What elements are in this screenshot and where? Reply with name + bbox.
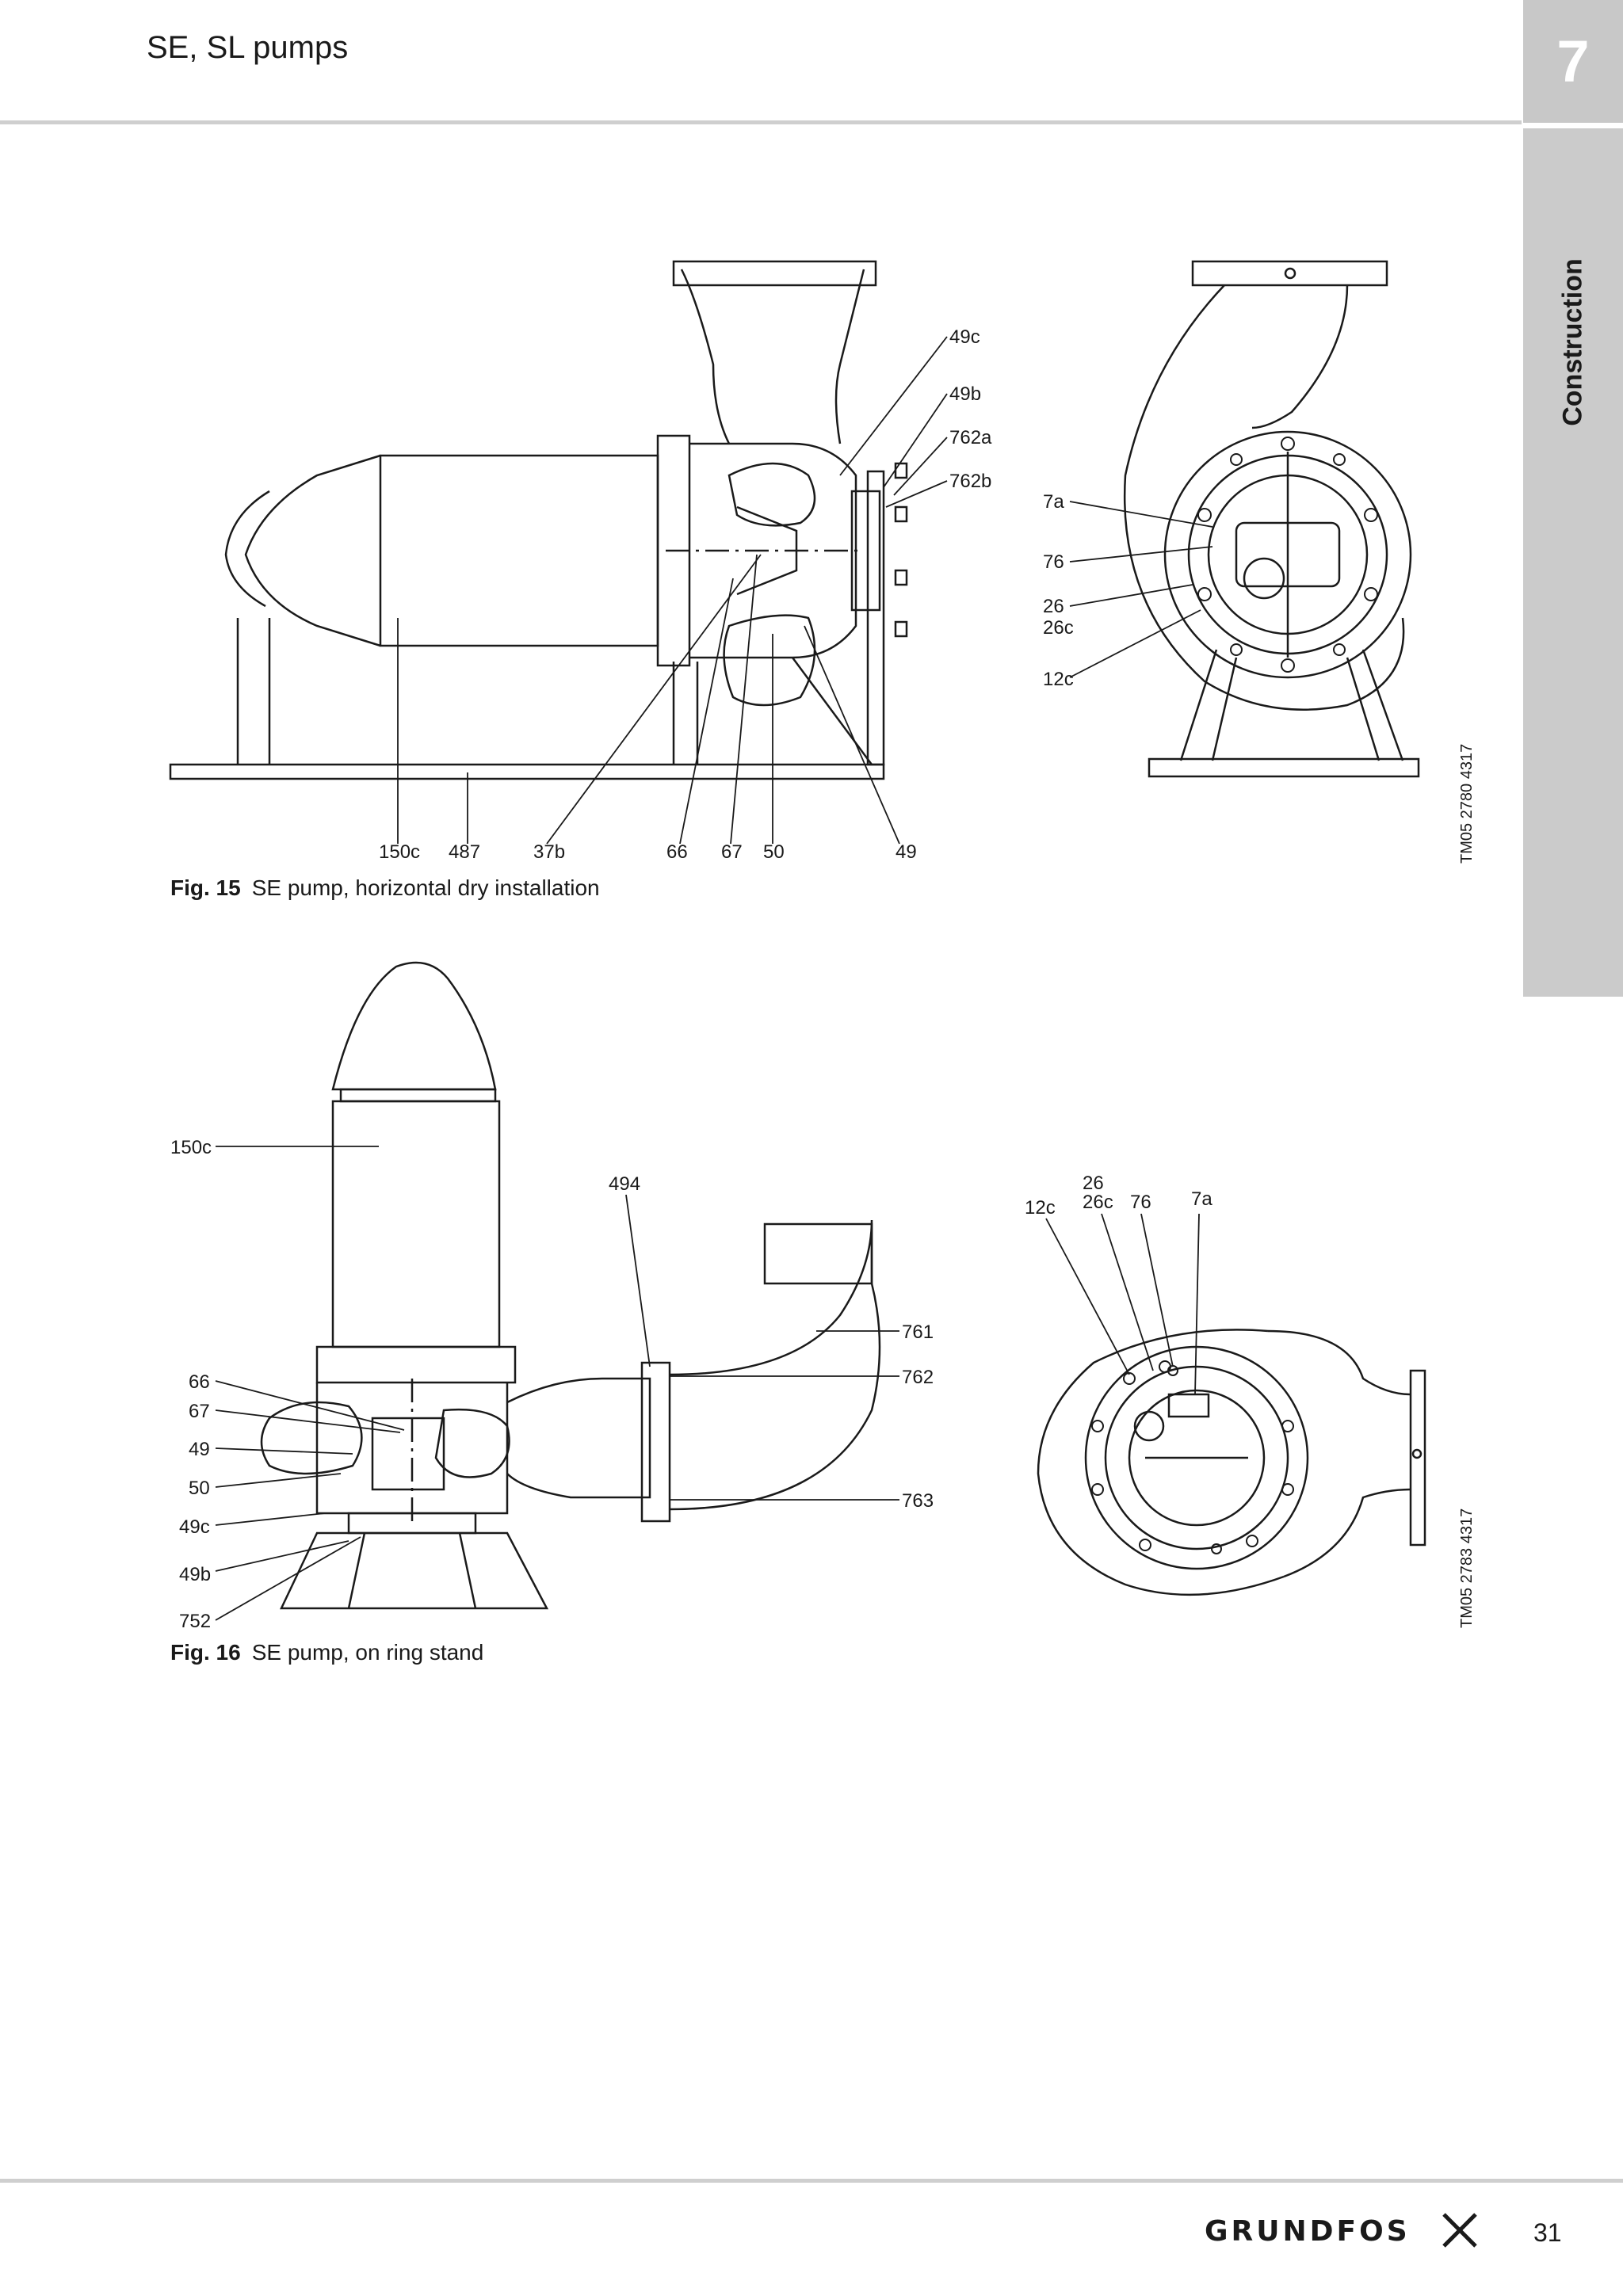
fig16-right-chamber [434, 1408, 510, 1478]
fig15-label-49b: 49b [949, 383, 981, 405]
fig16-label-26c: 26c [1083, 1192, 1113, 1213]
fig16-label-66: 66 [189, 1371, 210, 1393]
fig16-elbow-outer [669, 1219, 873, 1376]
fig16-discharge-flange [640, 1361, 671, 1523]
fig15-front-stand [1179, 649, 1404, 761]
fig15-discharge-flange [672, 260, 877, 287]
fig16-label-150c: 150c [170, 1137, 212, 1158]
fig16-motor-housing [331, 1100, 501, 1348]
fig15-front-base [1148, 757, 1420, 778]
fig16-motor-top-cover [331, 961, 497, 1091]
fig15-label-7a: 7a [1043, 491, 1064, 513]
fig16-caption-label: Fig. 16 [170, 1640, 241, 1665]
fig16-top-bolts [1091, 1360, 1294, 1554]
fig15-label-150c: 150c [379, 841, 420, 863]
fig16-caption: Fig. 16 SE pump, on ring stand [170, 1640, 483, 1665]
fig16-discharge-pipe [506, 1377, 651, 1499]
fig16-tm-code: TM05 2783 4317 [1458, 1508, 1476, 1628]
fig15-label-49c: 49c [949, 326, 980, 348]
fig15-label-50: 50 [763, 841, 785, 863]
fig15-base-frame [169, 763, 885, 780]
fig15-front-discharge-flange [1191, 260, 1388, 287]
fig16-top-flange [1409, 1369, 1426, 1547]
fig16-label-763: 763 [902, 1490, 934, 1512]
fig16-caption-text: SE pump, on ring stand [251, 1640, 484, 1665]
chapter-number-tab: 7 [1523, 0, 1623, 123]
fig15-label-66: 66 [666, 841, 688, 863]
fig15-tm-code: TM05 2780 4317 [1458, 744, 1476, 864]
fig16-impeller [371, 1417, 445, 1491]
fig15-leader-lines [397, 336, 948, 845]
fig15-label-37b: 37b [533, 841, 565, 863]
fig16-leader-lines [215, 1146, 899, 1621]
page-title: SE, SL pumps [147, 30, 349, 65]
fig15-front-labels: 7a 76 26 26c 12c [1043, 491, 1074, 690]
fig15-motor-top-cover [244, 454, 381, 647]
fig16-label-49c: 49c [179, 1516, 210, 1538]
fig15-caption: Fig. 15 SE pump, horizontal dry installat… [170, 875, 600, 901]
fig16-top-labels: 12c 26 26c 76 7a [1025, 1173, 1212, 1219]
brand-wordmark: GRUNDFOS [1205, 2215, 1411, 2248]
fig15-label-26: 26 [1043, 596, 1064, 617]
grundfos-logo-icon [1442, 2213, 1477, 2248]
fig16-ring-stand [280, 1531, 549, 1610]
fig16-label-762: 762 [902, 1367, 934, 1388]
fig15-label-487: 487 [449, 841, 480, 863]
fig16-label-494: 494 [609, 1173, 640, 1195]
fig15-caption-text: SE pump, horizontal dry installation [251, 875, 600, 900]
fig15-label-762b: 762b [949, 471, 991, 492]
fig15-lower-chamber [723, 614, 816, 707]
fig15-impeller [736, 505, 798, 596]
section-side-tab: Construction [1523, 128, 1623, 997]
fig15-front-view [1124, 260, 1420, 778]
fig16-label-752: 752 [179, 1611, 211, 1632]
fig15-side-view [169, 260, 908, 780]
fig15-front-leader-lines [1069, 501, 1213, 678]
fig16-label-49: 49 [189, 1439, 210, 1460]
fig16-label-12c: 12c [1025, 1197, 1056, 1219]
fig15-label-49: 49 [896, 841, 917, 863]
fig16-label-7a: 7a [1191, 1188, 1212, 1210]
fig15-label-12c: 12c [1043, 669, 1074, 690]
fig15-caption-label: Fig. 15 [170, 875, 241, 900]
fig16-top-nameplate [1167, 1393, 1210, 1418]
fig15-volute [680, 269, 731, 444]
fig16-elbow-outlet [763, 1222, 873, 1285]
fig16-label-50: 50 [189, 1478, 210, 1499]
fig16-label-761: 761 [902, 1322, 934, 1343]
fig16-label-49b: 49b [179, 1564, 211, 1585]
fig15-labels: 49c 49b 762a 762b 150c 487 37b 66 67 50 … [379, 326, 992, 863]
fig15-motor-housing [379, 454, 659, 647]
fig15-vertical-plate [866, 470, 885, 766]
fig15-label-76: 76 [1043, 551, 1064, 573]
fig16-top-flange [315, 1345, 517, 1384]
fig16-labels: 150c 494 761 762 763 66 67 49 50 49c 49b… [170, 1137, 934, 1632]
fig16-label-76: 76 [1130, 1192, 1151, 1213]
fig15-label-762a: 762a [949, 427, 992, 448]
fig16-label-67: 67 [189, 1401, 210, 1422]
fig15-front-volute-outer [1124, 284, 1405, 711]
fig15-label-67: 67 [721, 841, 743, 863]
fig16-top-view [1037, 1329, 1426, 1596]
fig15-front-bolts [1197, 437, 1378, 673]
fig16-label-26: 26 [1083, 1173, 1104, 1194]
fig15-front-body-ring [1163, 430, 1412, 679]
header-rule [0, 120, 1522, 124]
fig16-side-view [260, 961, 881, 1610]
fig15-suction-cover [850, 490, 881, 612]
fig16-top-volute [1037, 1329, 1285, 1596]
page-number: 31 [1533, 2218, 1562, 2247]
fig16-left-chamber [260, 1401, 363, 1475]
footer-rule [0, 2179, 1623, 2183]
fig16-top-leader-lines [1045, 1213, 1200, 1395]
fig15-label-26c: 26c [1043, 617, 1074, 639]
fig15-upper-chamber [727, 462, 816, 527]
